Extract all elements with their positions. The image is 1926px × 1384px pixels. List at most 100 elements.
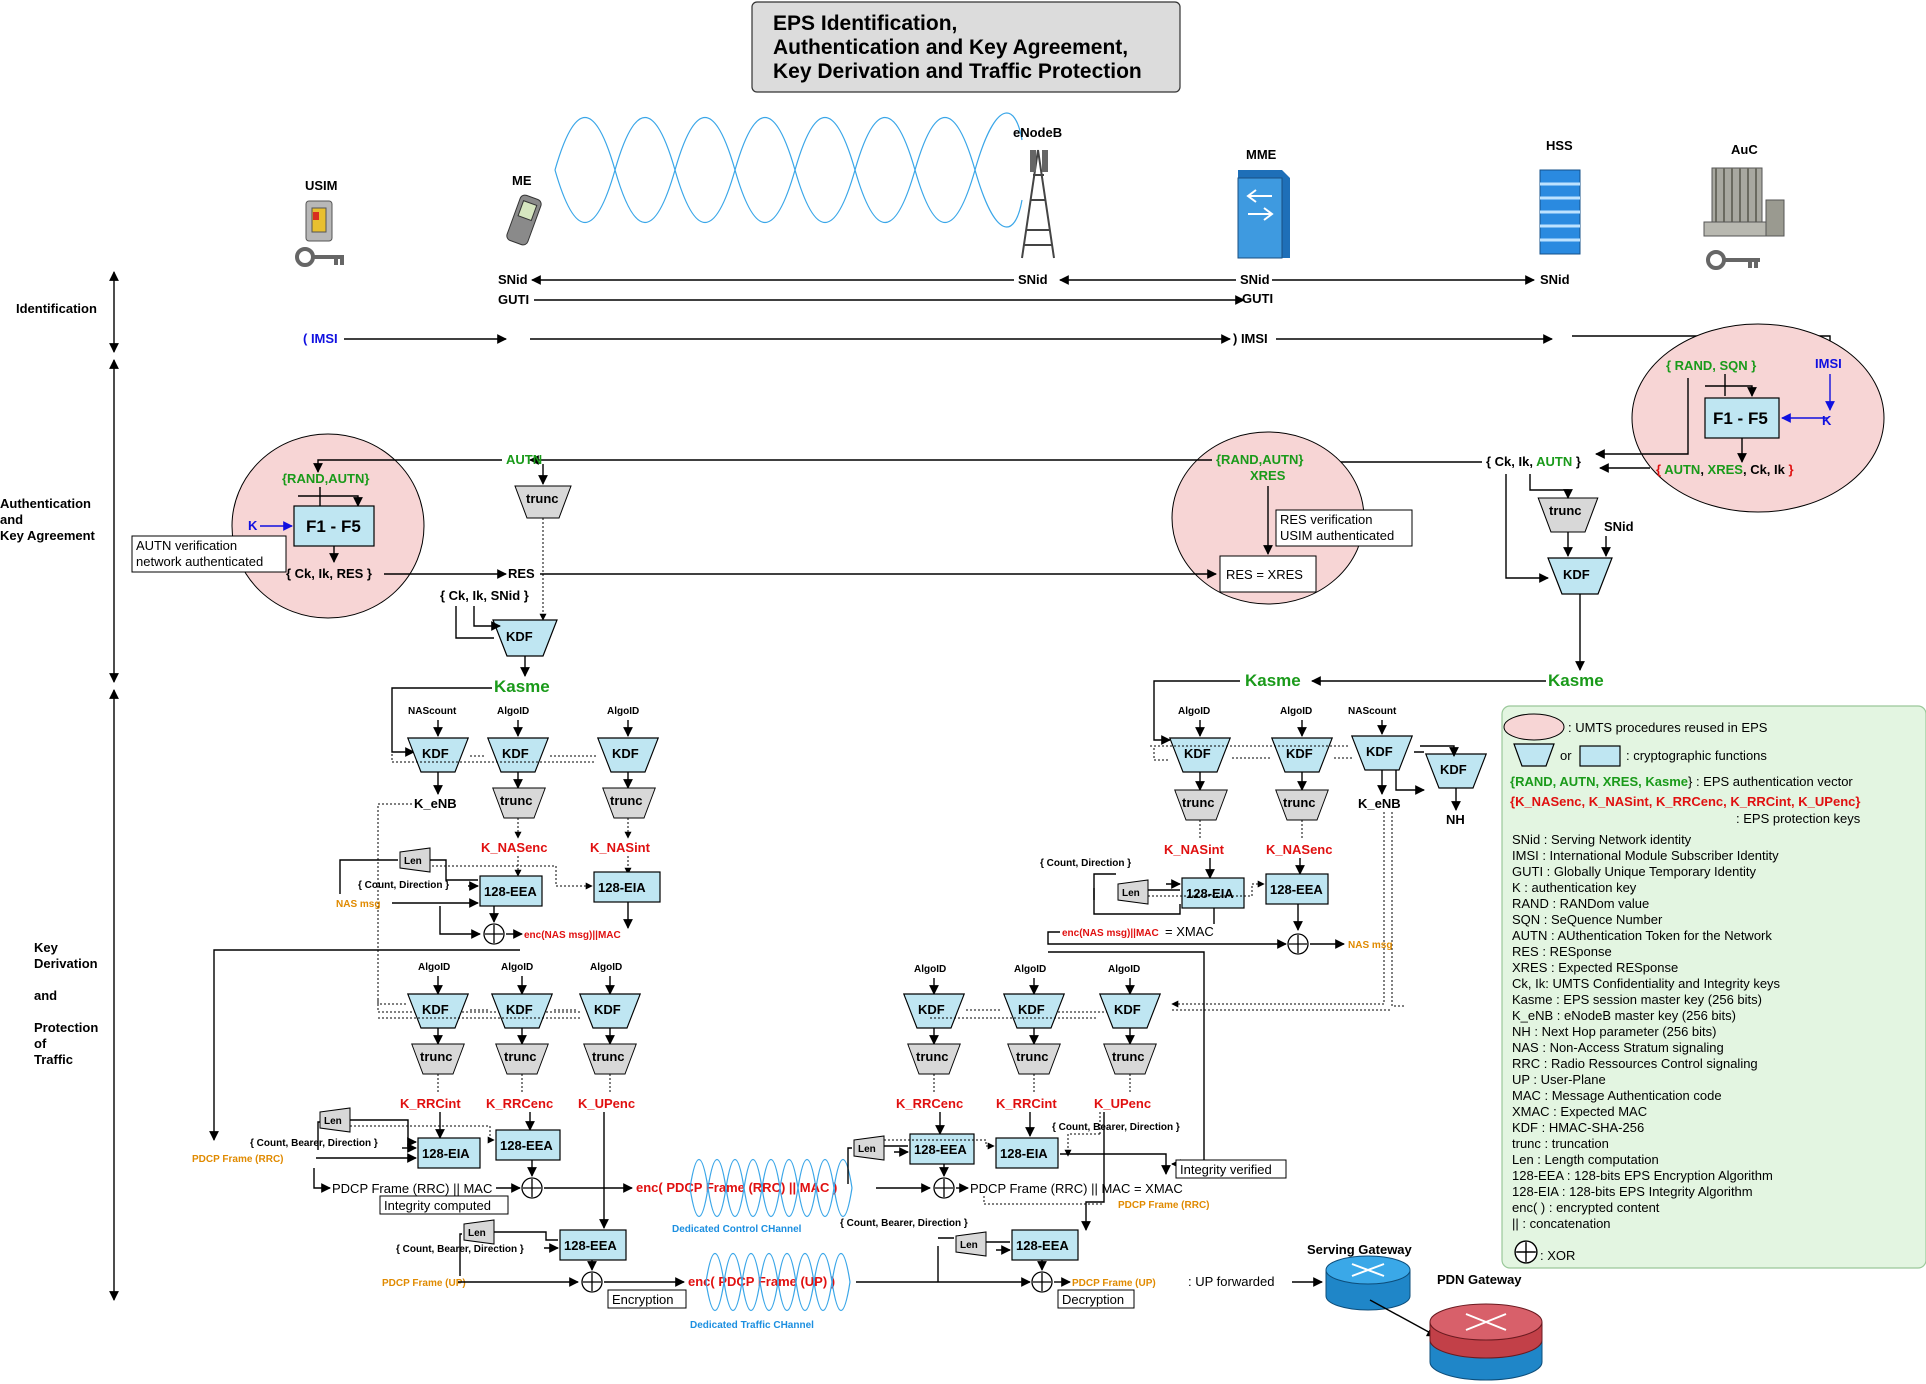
f1f5-auc-label: F1 - F5 (1713, 409, 1768, 428)
k-upenc-enb: K_UPenc (1094, 1096, 1151, 1111)
eea-ue-nas (479, 875, 543, 907)
eea-enb-up-label: 128-EEA (1016, 1238, 1069, 1253)
kdf-enb-rrcenc-label: KDF (918, 1002, 945, 1017)
kasme-hss: Kasme (1548, 671, 1604, 690)
k-auc: K (1822, 413, 1832, 428)
kdf-ue-upenc-label: KDF (594, 1002, 621, 1017)
integrity-computed-note (379, 1195, 509, 1215)
pdn-gateway-router-icon (1429, 1303, 1543, 1381)
integrity-verified-note (1175, 1159, 1287, 1179)
res-xres-check (1219, 555, 1317, 593)
me-label: ME (512, 173, 532, 188)
len-enb-rrc-label: Len (858, 1144, 876, 1155)
decryption-label: Decryption (1062, 1292, 1124, 1307)
xor-mme-nas (1287, 933, 1309, 955)
eia-ue-nas-label: 128-EIA (598, 880, 646, 895)
trunc-enb-rrcenc-label: trunc (916, 1049, 949, 1064)
res-verif-line2: USIM authenticated (1280, 528, 1394, 543)
ck-ik-res: { Ck, Ik, RES } (286, 566, 372, 581)
nh-label: NH (1446, 812, 1465, 827)
snid-me: SNid (498, 272, 528, 287)
xor-enb-rrc (933, 1177, 955, 1199)
title-block: EPS Identification, Authentication and K… (751, 1, 1181, 93)
xmac-eq: = XMAC (1165, 924, 1214, 939)
serving-gateway-router-icon (1325, 1255, 1411, 1311)
ue-key-derivation: NAScount AlgoID AlgoID KDF KDF KDF K_eNB… (192, 687, 837, 1309)
usim-rand-autn: {RAND,AUTN} (282, 471, 369, 486)
enc-nas-xmac: enc(NAS msg)||MAC (1062, 928, 1159, 939)
auc-vault-icon (1703, 167, 1785, 237)
legend-def-17: XMAC : Expected MAC (1512, 1104, 1647, 1119)
integrity-verified-label: Integrity verified (1180, 1162, 1272, 1177)
snid-mme: SNid (1240, 272, 1270, 287)
legend-xor-symbol (1514, 1240, 1538, 1264)
len-ue-up-label: Len (468, 1228, 486, 1239)
count-dir-mme: { Count, Direction } (1040, 858, 1131, 869)
legend-def-10: Kasme : EPS session master key (256 bits… (1512, 992, 1762, 1007)
algoid-ue-3: AlgoID (418, 962, 450, 973)
xor-ue-rrc (521, 1177, 543, 1199)
k-rrcenc-enb: K_RRCenc (896, 1096, 963, 1111)
kasme-mme: Kasme (1245, 671, 1301, 690)
phase-aka-1: Authentication (0, 496, 91, 511)
kdf-mme-kenb-label: KDF (1366, 744, 1393, 759)
kdf-hss-label: KDF (1563, 567, 1590, 582)
legend-def-22: 128-EIA : 128-bits EPS Integrity Algorit… (1512, 1184, 1753, 1199)
res-verification-note (1275, 509, 1413, 547)
trunc-ue-rrcint-label: trunc (420, 1049, 453, 1064)
up-forwarded: : UP forwarded (1188, 1274, 1274, 1289)
k-usim: K (248, 518, 258, 533)
usim-label: USIM (305, 178, 338, 193)
k-rrcint-enb: K_RRCint (996, 1096, 1057, 1111)
kdf-mme-nh-label: KDF (1440, 762, 1467, 777)
legend-def-2: GUTI : Globally Unique Temporary Identit… (1512, 864, 1756, 879)
legend-def-3: K : authentication key (1512, 880, 1637, 895)
cell-tower-icon (1021, 149, 1055, 259)
dccch-label: Dedicated Control CHannel (672, 1224, 802, 1235)
dtch-label: Dedicated Traffic CHannel (690, 1320, 814, 1331)
legend-def-11: K_eNB : eNodeB master key (256 bits) (1512, 1008, 1736, 1023)
algoid-enb-2: AlgoID (1014, 964, 1046, 975)
trunc-mme-nasint-label: trunc (1182, 795, 1215, 810)
legend-def-5: SQN : SeQuence Number (1512, 912, 1663, 927)
legend-def-15: UP : User-Plane (1512, 1072, 1606, 1087)
eea-mme-nas-label: 128-EEA (1270, 882, 1323, 897)
res-eq-label: RES = XRES (1226, 567, 1303, 582)
pgw-label: PDN Gateway (1437, 1272, 1522, 1287)
enc-pdcp-rrc: enc( PDCP Frame (RRC) || MAC ) (636, 1180, 837, 1195)
dedicated-channels: Dedicated Control CHannel Dedicated Traf… (672, 1158, 853, 1331)
hss-label: HSS (1546, 138, 1573, 153)
kenb-mme: K_eNB (1358, 796, 1401, 811)
imsi-auc: IMSI (1815, 356, 1842, 371)
decryption-note (1057, 1289, 1135, 1309)
snid-hss-kdf: SNid (1604, 519, 1634, 534)
ck-ik-autn: { Ck, Ik, AUTN } (1486, 454, 1581, 469)
legend-def-9: Ck, Ik: UMTS Confidentiality and Integri… (1512, 976, 1781, 991)
algoid-ue-4: AlgoID (501, 962, 533, 973)
kdf-ue-kenb-label: KDF (422, 746, 449, 761)
count-bearer-dir-ue-rrc: { Count, Bearer, Direction } (250, 1138, 378, 1149)
legend-def-12: NH : Next Hop parameter (256 bits) (1512, 1024, 1716, 1039)
title-line-1: EPS Identification, (773, 12, 957, 35)
pdcp-rrc-xmac: PDCP Frame (RRC) || MAC = XMAC (970, 1181, 1183, 1196)
algoid-enb-3: AlgoID (1108, 964, 1140, 975)
kdf-mme-nasenc-label: KDF (1286, 746, 1313, 761)
kasme-me: Kasme (494, 677, 550, 696)
kdf-me-label: KDF (506, 629, 533, 644)
kdf-ue-nasint-label: KDF (612, 746, 639, 761)
algoid-mme-1: AlgoID (1178, 706, 1210, 717)
pdcp-rrc-ue: PDCP Frame (RRC) (192, 1154, 284, 1165)
legend-def-14: RRC : Radio Ressources Control signaling (1512, 1056, 1758, 1071)
legend-or: or (1560, 748, 1572, 763)
eea-ue-rrc-label: 128-EEA (500, 1138, 553, 1153)
hss-aka: { Ck, Ik, AUTN } trunc KDF SNid Kasme Ka… (1245, 454, 1634, 690)
xor-enb-up (1031, 1271, 1053, 1293)
eea-enb-rrc (909, 1133, 975, 1165)
usim-aka: AUTN {RAND,AUTN} F1 - F5 K AUTN verifica… (131, 433, 1217, 696)
eia-mme-nas-label: 128-EIA (1186, 886, 1234, 901)
legend-def-1: IMSI : International Module Subscriber I… (1512, 848, 1779, 863)
eia-enb-rrc (995, 1137, 1059, 1169)
encryption-label: Encryption (612, 1292, 673, 1307)
